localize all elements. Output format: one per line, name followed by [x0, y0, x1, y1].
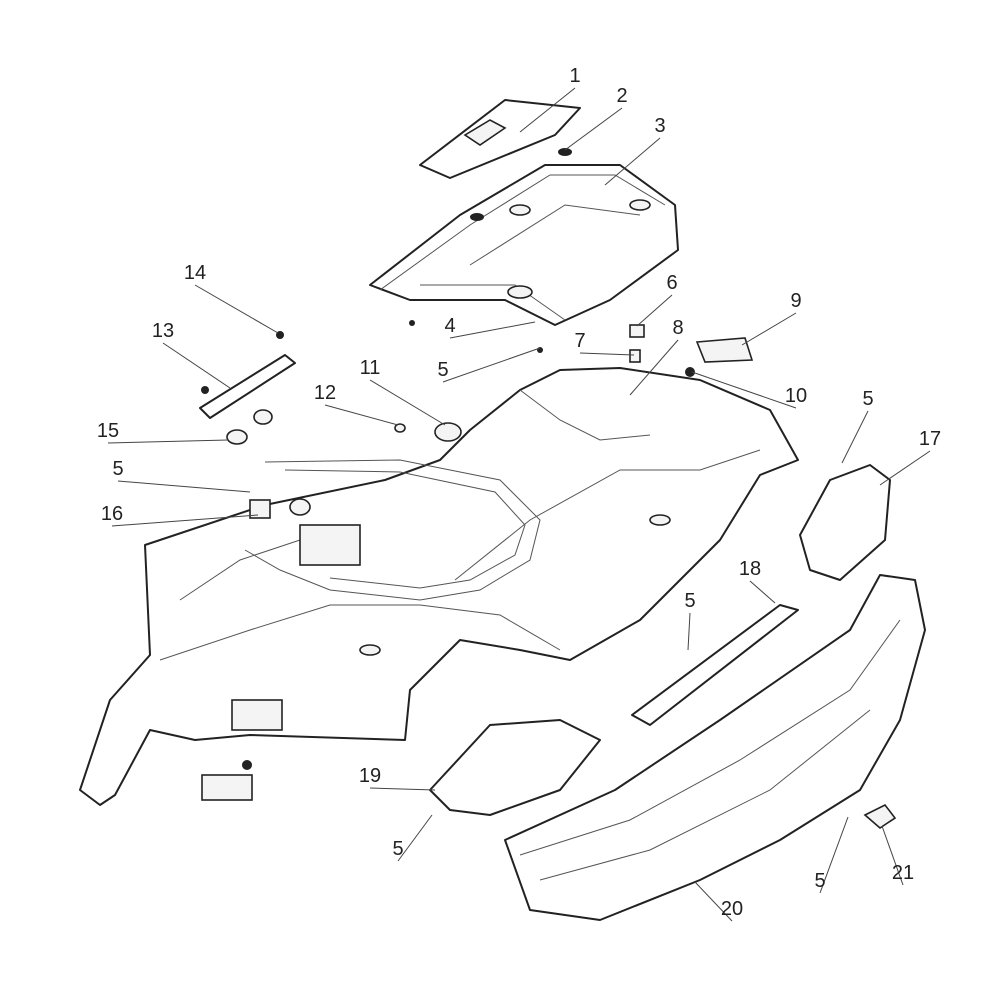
callout-label: 6 — [666, 272, 677, 294]
callout-leader — [324, 404, 399, 426]
callout-label: 5 — [814, 870, 825, 892]
callout-label: 14 — [184, 262, 206, 284]
part-3-tray — [369, 164, 679, 326]
callout-leader — [741, 312, 797, 346]
part-plate — [201, 774, 253, 801]
callout-leader — [369, 379, 446, 426]
callout-label: 2 — [616, 85, 627, 107]
part-8-rear-body — [79, 367, 799, 806]
callout-label: 12 — [314, 382, 336, 404]
callout-leader — [819, 816, 849, 894]
callout-label: 8 — [672, 317, 683, 339]
callout-leader — [636, 294, 673, 327]
part-21-clip — [863, 803, 897, 830]
part-13-strip — [199, 354, 296, 419]
callout-label: 3 — [654, 115, 665, 137]
callout-leader — [117, 480, 251, 493]
callout-label: 7 — [574, 330, 585, 352]
callout-leader — [194, 284, 279, 334]
callout-label: 9 — [790, 290, 801, 312]
part-2-grommet — [558, 148, 572, 156]
callout-leader — [687, 612, 691, 651]
callout-leader — [564, 107, 623, 151]
callout-leader — [694, 881, 733, 922]
callout-label: 4 — [444, 315, 455, 337]
callout-label: 10 — [785, 385, 807, 407]
callout-leader — [519, 87, 576, 133]
callout-leader — [881, 825, 904, 886]
callout-label: 5 — [862, 388, 873, 410]
callout-label: 5 — [392, 838, 403, 860]
fasteners — [201, 320, 695, 519]
callout-leader — [841, 410, 869, 464]
part-9-pad — [695, 337, 754, 363]
callout-leader — [162, 342, 231, 389]
callout-leader — [111, 514, 259, 527]
callout-leader — [397, 814, 433, 862]
callout-label: 21 — [892, 862, 914, 884]
part-17-lamp — [799, 464, 891, 581]
part-18-bar — [631, 604, 799, 726]
callout-label: 17 — [919, 428, 941, 450]
callout-label: 11 — [360, 357, 381, 379]
callout-leader — [442, 347, 541, 383]
callout-leader — [629, 339, 679, 396]
callout-label: 13 — [152, 320, 174, 342]
callout-label: 5 — [112, 458, 123, 480]
callout-leader — [691, 371, 797, 409]
callout-label: 15 — [97, 420, 119, 442]
callout-label: 20 — [721, 898, 743, 920]
callout-leader — [369, 787, 436, 791]
callout-leader — [449, 321, 536, 339]
callout-label: 18 — [739, 558, 761, 580]
callout-label: 1 — [569, 65, 580, 87]
callout-label: 5 — [437, 359, 448, 381]
callout-label: 19 — [359, 765, 381, 787]
callout-leader — [579, 352, 635, 356]
callout-leader — [879, 450, 931, 486]
part-20-bumper — [504, 574, 926, 921]
part-1-cover — [419, 99, 581, 179]
callout-label: 16 — [101, 503, 123, 525]
part-19-lamp — [429, 719, 601, 816]
callout-leader — [749, 580, 776, 604]
callout-leader — [107, 439, 229, 444]
callout-label: 5 — [684, 590, 695, 612]
callout-leader — [604, 137, 661, 186]
